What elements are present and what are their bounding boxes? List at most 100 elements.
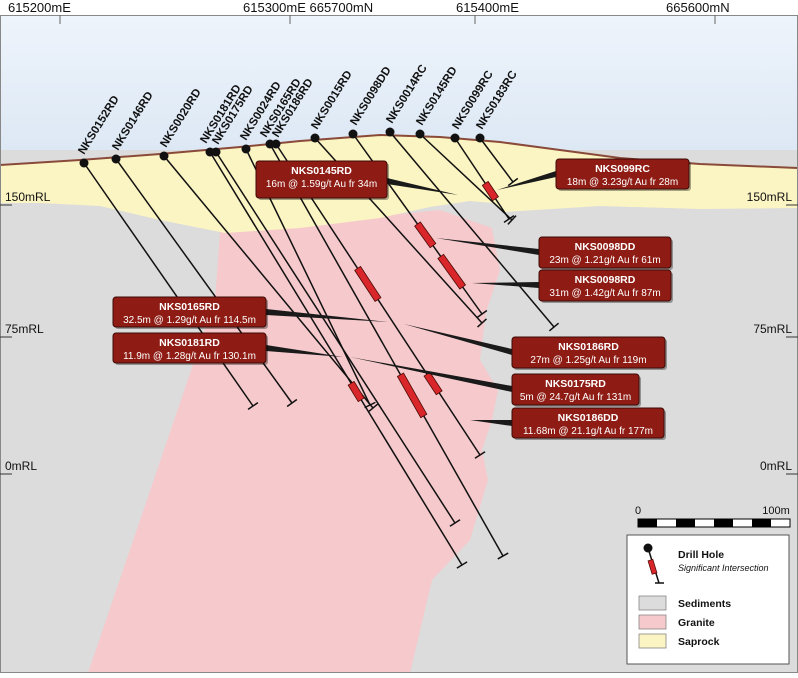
drill-hole-collar [385,127,395,137]
significant-intersection [354,265,382,302]
scale-bar-segment [752,519,771,527]
callout-intercept: 23m @ 1.21g/t Au fr 61m [549,255,660,266]
drill-hole-trace [83,162,254,407]
significant-intersection [481,180,499,202]
drill-hole-collar [415,129,425,139]
callout-leaders [266,171,556,426]
drill-hole-end-tick [476,309,488,319]
drill-hole-trace [269,143,504,557]
intersection-callout: NKS0186RD 27m @ 1.25g/t Au fr 119m [511,336,667,370]
scale-bar-end-label: 100m [762,505,790,517]
drill-hole-end-tick [497,552,509,560]
legend-saprock-label: Saprock [678,636,720,648]
legend-sediments-label: Sediments [678,598,731,610]
callout-intercept: 11.68m @ 21.1g/t Au fr 177m [523,426,653,437]
drill-hole-collar [310,133,320,143]
granite-unit [88,210,500,673]
significant-intersection [396,372,428,419]
significant-intersection [347,380,365,403]
drill-hole-end-tick [507,177,519,187]
callout-leader [266,309,388,322]
drill-hole-collar [348,129,358,139]
rl-label-right: 75mRL [753,322,792,336]
drill-hole-icon-collar [643,543,653,553]
legend-intersection-label: Significant Intersection [678,563,769,573]
legend-saprock-swatch [638,633,667,649]
drill-hole-trace [215,151,456,524]
drill-hole-collar [271,139,281,149]
scale-bar: 0 100m [635,505,791,528]
intersection-callout: NKS0175RD 5m @ 24.7g/t Au fr 131m [511,373,641,407]
callout-hole-name: NKS0098RD [575,274,636,286]
drill-hole-end-tick [474,451,486,459]
callout-box [511,373,640,406]
callout-hole-name: NKS0165RD [159,301,220,313]
callout-hole-name: NKS0145RD [291,165,352,177]
intersection-callout: NKS0186DD 11.68m @ 21.1g/t Au fr 177m [511,407,666,440]
scale-bar-start-label: 0 [635,505,641,517]
callout-intercept: 18m @ 3.23g/t Au fr 28m [567,177,678,188]
drill-hole-trace [389,131,555,328]
callout-hole-name: NKS0186DD [558,412,619,424]
callout-leader [497,171,556,190]
drill-hole-end-tick [449,519,461,527]
callout-hole-name: NKS0098DD [575,241,636,253]
callout-box [555,158,690,190]
drill-hole-end-tick [364,401,376,409]
callout-hole-name: NKS0175RD [545,378,606,390]
intersection-callout: NKS0145RD 16m @ 1.59g/t Au fr 34m [255,160,389,200]
top-axis-ticks [59,15,716,24]
callout-leader [350,357,512,392]
drill-hole-icon-intersection [647,558,658,575]
callout-leader [387,178,458,195]
intersection-callouts: NKS0145RD 16m @ 1.59g/t Au fr 34m NKS099RC… [112,158,691,440]
callout-hole-name: NKS099RC [595,163,650,175]
callout-box [538,269,672,302]
callout-intercept: 16m @ 1.59g/t Au fr 34m [266,179,377,190]
rl-ticks [0,204,798,475]
drill-hole-end-tick [286,398,298,408]
rl-label-left: 150mRL [5,190,51,204]
drill-hole-collar [241,144,251,154]
callout-box [538,236,672,269]
callout-leader [470,420,512,426]
top-axis-label: 615400mE [456,0,519,15]
callout-intercept: 5m @ 24.7g/t Au fr 131m [520,392,631,403]
callout-intercept: 11.9m @ 1.28g/t Au fr 130.1m [123,351,256,362]
rl-label-right: 150mRL [747,190,793,204]
drill-hole-collar [111,154,121,164]
drill-hole-end-tick [503,215,515,223]
callout-intercept: 27m @ 1.25g/t Au fr 119m [530,355,646,366]
scale-bar-segment [638,519,657,527]
intersection-callout: NKS0181RD 11.9m @ 1.28g/t Au fr 130.1m [112,332,268,365]
callout-box [112,332,267,364]
drill-hole-collar [450,133,460,143]
significant-intersection [437,253,467,290]
callout-box [112,296,267,328]
intersection-callout: NKS099RC 18m @ 3.23g/t Au fr 28m [555,158,691,191]
top-axis-label: 615300mE 665700mN [243,0,373,15]
drill-hole-trace [209,151,463,566]
drill-hole-trace [454,137,510,220]
top-axis-label: 615200mE [8,0,71,15]
callout-leader [266,345,343,357]
legend-granite-label: Granite [678,617,715,629]
intersection-callout: NKS0098DD 23m @ 1.21g/t Au fr 61m [538,236,673,270]
callout-hole-name: NKS0186RD [558,341,619,353]
drill-hole-collar [159,151,169,161]
drill-hole-trace [163,155,374,409]
callout-leader [404,324,512,355]
scale-bar-segment [676,519,695,527]
callout-hole-name: NKS0181RD [159,337,220,349]
drill-hole-collar [79,158,89,168]
legend-drill-hole-label: Drill Hole [678,549,724,561]
callout-box [255,160,388,199]
drill-hole-end-tick [456,561,468,569]
drill-hole-trace [419,133,513,221]
drill-hole-end-tick [247,401,259,411]
significant-intersection [423,371,443,396]
